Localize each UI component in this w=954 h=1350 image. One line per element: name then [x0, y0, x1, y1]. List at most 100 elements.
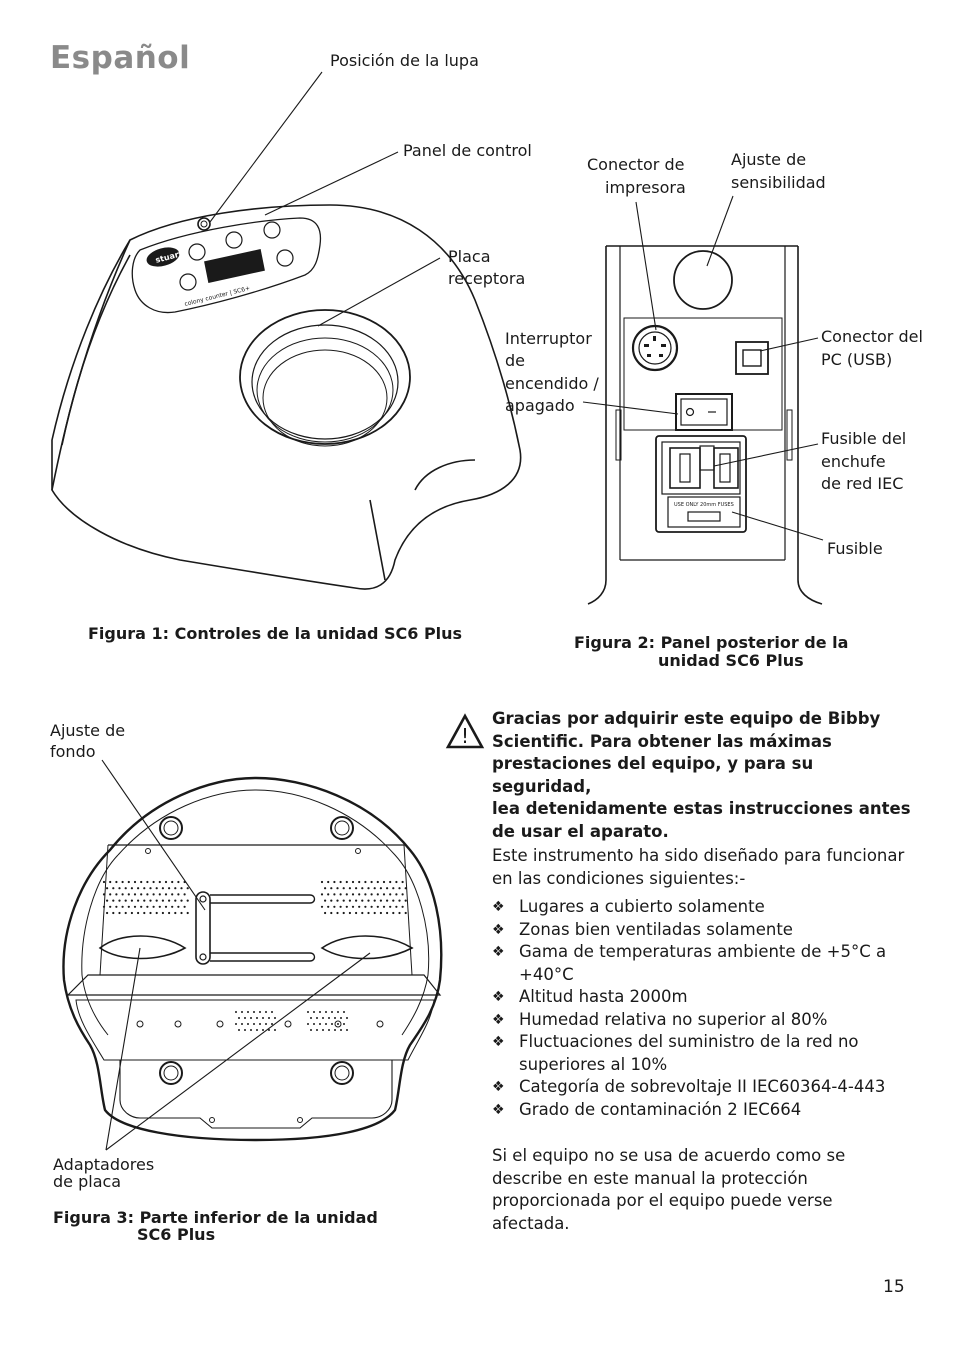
vent-dot — [271, 1011, 273, 1013]
list-item: ❖Zonas bien ventiladas solamente — [492, 919, 793, 939]
vent-dot — [333, 905, 336, 908]
vent-dot — [328, 1017, 330, 1019]
vent-dot — [180, 899, 183, 902]
vent-dot — [158, 880, 161, 884]
vent-dot — [336, 911, 339, 915]
label-fusible-enchufe-2: enchufe — [821, 452, 886, 471]
vent-dot — [325, 1011, 327, 1013]
vent-dot — [152, 893, 155, 896]
vent-dot — [152, 905, 155, 908]
vent-dot — [259, 1011, 261, 1013]
vent-dot — [389, 880, 392, 884]
warning-text: Gracias por adquirir este equipo de Bibb… — [492, 709, 911, 841]
vent-dot — [361, 887, 364, 890]
vent-dot — [336, 899, 339, 902]
label-pc-1: Conector del — [821, 327, 923, 346]
vent-dot — [256, 1017, 258, 1019]
vent-dot — [325, 1023, 327, 1025]
vent-dot — [115, 880, 118, 884]
vent-dot — [327, 893, 330, 896]
vent-dot — [355, 887, 358, 890]
vent-dot — [271, 1023, 273, 1025]
vent-dot — [331, 1023, 333, 1025]
vent-dot — [334, 1017, 336, 1019]
vent-dot — [361, 911, 364, 915]
vent-dot — [161, 899, 164, 902]
vent-dot — [177, 905, 180, 908]
vent-dot — [137, 899, 140, 902]
svg-text:!: ! — [461, 724, 469, 748]
vent-dot — [171, 880, 174, 884]
vent-dot — [373, 899, 376, 902]
vent-dot — [340, 1017, 342, 1019]
vent-dot — [348, 887, 351, 890]
vent-dot — [124, 911, 127, 915]
vent-dot — [342, 911, 345, 915]
vent-dot — [168, 899, 171, 902]
vent-dot — [358, 893, 361, 896]
vent-dot — [398, 887, 401, 890]
vent-dot — [133, 893, 137, 896]
vent-dot — [333, 880, 336, 884]
vent-dot — [186, 899, 189, 902]
vent-dot — [404, 887, 407, 890]
label-placa-2: receptora — [448, 269, 526, 288]
vent-dot — [171, 905, 174, 908]
vent-dot — [130, 911, 133, 915]
vent-dot — [320, 905, 324, 908]
vent-dot — [241, 1011, 243, 1013]
vent-dot — [161, 911, 164, 915]
vent-dot — [137, 911, 140, 915]
vent-dot — [268, 1029, 270, 1031]
label-adaptadores-2: de placa — [53, 1172, 122, 1191]
vent-dot — [351, 905, 355, 908]
vent-dot — [392, 899, 395, 902]
vent-dot — [265, 1023, 267, 1025]
page-title: Español — [50, 40, 191, 76]
intro-text: Este instrumento ha sido diseñado para f… — [492, 846, 905, 888]
vent-dot — [259, 1023, 261, 1025]
vent-dot — [177, 893, 180, 896]
vent-dot — [343, 1023, 345, 1025]
vent-dot — [313, 1023, 315, 1025]
vent-dot — [155, 899, 158, 902]
vent-dot — [364, 905, 367, 908]
vent-dot — [398, 899, 401, 902]
vent-dot — [337, 1023, 339, 1025]
vent-dot — [177, 880, 180, 884]
vent-dot — [320, 880, 324, 884]
vent-dot — [155, 911, 158, 915]
vent-dot — [316, 1029, 318, 1031]
vent-dot — [121, 905, 124, 908]
vent-dot — [330, 911, 333, 915]
vent-dot — [164, 905, 168, 908]
label-fondo-2: fondo — [50, 742, 96, 761]
vent-dot — [109, 880, 112, 884]
vent-dot — [346, 1029, 348, 1031]
vent-dot — [316, 1017, 318, 1019]
vent-dot — [386, 887, 389, 890]
vent-dot — [274, 1029, 276, 1031]
vent-dot — [358, 880, 361, 884]
vent-dot — [268, 1017, 270, 1019]
vent-dot — [143, 887, 146, 890]
label-interruptor-2: de — [505, 351, 525, 370]
vent-dot — [327, 905, 330, 908]
vent-dot — [367, 911, 370, 915]
vent-dot — [180, 887, 183, 890]
vent-dot — [164, 880, 168, 884]
vent-dot — [367, 887, 370, 890]
label-impresora-2: impresora — [605, 178, 686, 197]
vent-dot — [118, 887, 121, 890]
label-lupa: Posición de la lupa — [330, 51, 479, 70]
vent-dot — [330, 887, 333, 890]
vent-dot — [358, 905, 361, 908]
figure-3-drawing — [62, 759, 443, 1151]
vent-dot — [183, 893, 186, 896]
vent-dot — [235, 1023, 237, 1025]
vent-dot — [404, 899, 407, 902]
vent-dot — [361, 899, 364, 902]
vent-dot — [174, 887, 177, 890]
vent-dot — [140, 905, 143, 908]
vent-dot — [401, 905, 404, 908]
